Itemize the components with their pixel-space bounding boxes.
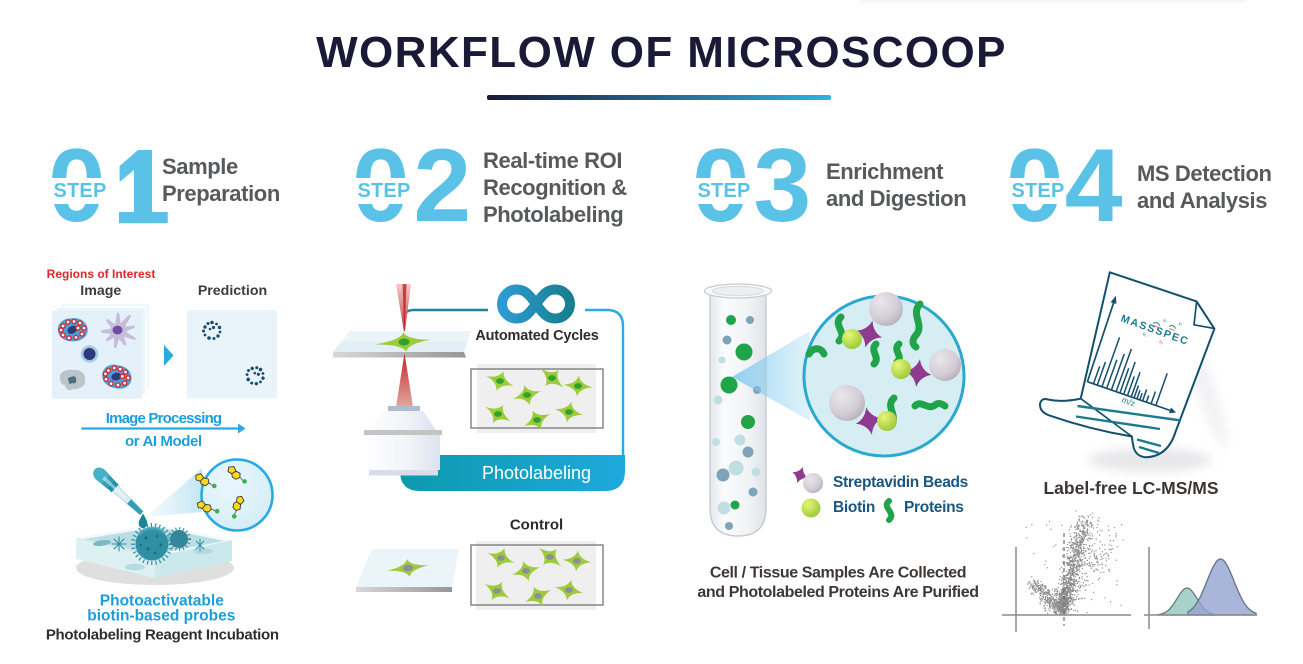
svg-text:Label-free LC-MS/MS: Label-free LC-MS/MS xyxy=(1043,478,1218,498)
svg-text:biotin-based probes: biotin-based probes xyxy=(87,608,235,625)
svg-text:b₁: b₁ xyxy=(1142,331,1148,337)
svg-text:or AI Model: or AI Model xyxy=(125,433,202,450)
svg-text:m/z: m/z xyxy=(1120,395,1136,409)
svg-text:Prediction: Prediction xyxy=(198,283,267,299)
svg-text:Automated Cycles: Automated Cycles xyxy=(475,328,598,344)
svg-text:Cell / Tissue Samples Are Coll: Cell / Tissue Samples Are Collected xyxy=(710,565,966,582)
svg-text:Regions of Interest: Regions of Interest xyxy=(47,267,156,281)
svg-text:Proteins: Proteins xyxy=(904,499,964,516)
svg-text:Photolabeling Reagent Incubati: Photolabeling Reagent Incubation xyxy=(46,627,279,644)
svg-text:Image: Image xyxy=(80,283,121,299)
svg-text:y₂: y₂ xyxy=(1178,321,1184,327)
svg-text:Control: Control xyxy=(510,516,563,533)
svg-text:Photoactivatable: Photoactivatable xyxy=(100,593,224,610)
svg-text:Photolabeling: Photolabeling xyxy=(482,463,591,483)
svg-text:and Photolabeled Proteins Are: and Photolabeled Proteins Are Purified xyxy=(697,584,978,600)
svg-text:Streptavidin Beads: Streptavidin Beads xyxy=(833,474,968,491)
svg-text:Biotin: Biotin xyxy=(833,499,875,516)
svg-text:b₂: b₂ xyxy=(1159,339,1165,345)
svg-text:y₁: y₁ xyxy=(1163,317,1169,323)
svg-text:Image Processing: Image Processing xyxy=(106,410,222,427)
